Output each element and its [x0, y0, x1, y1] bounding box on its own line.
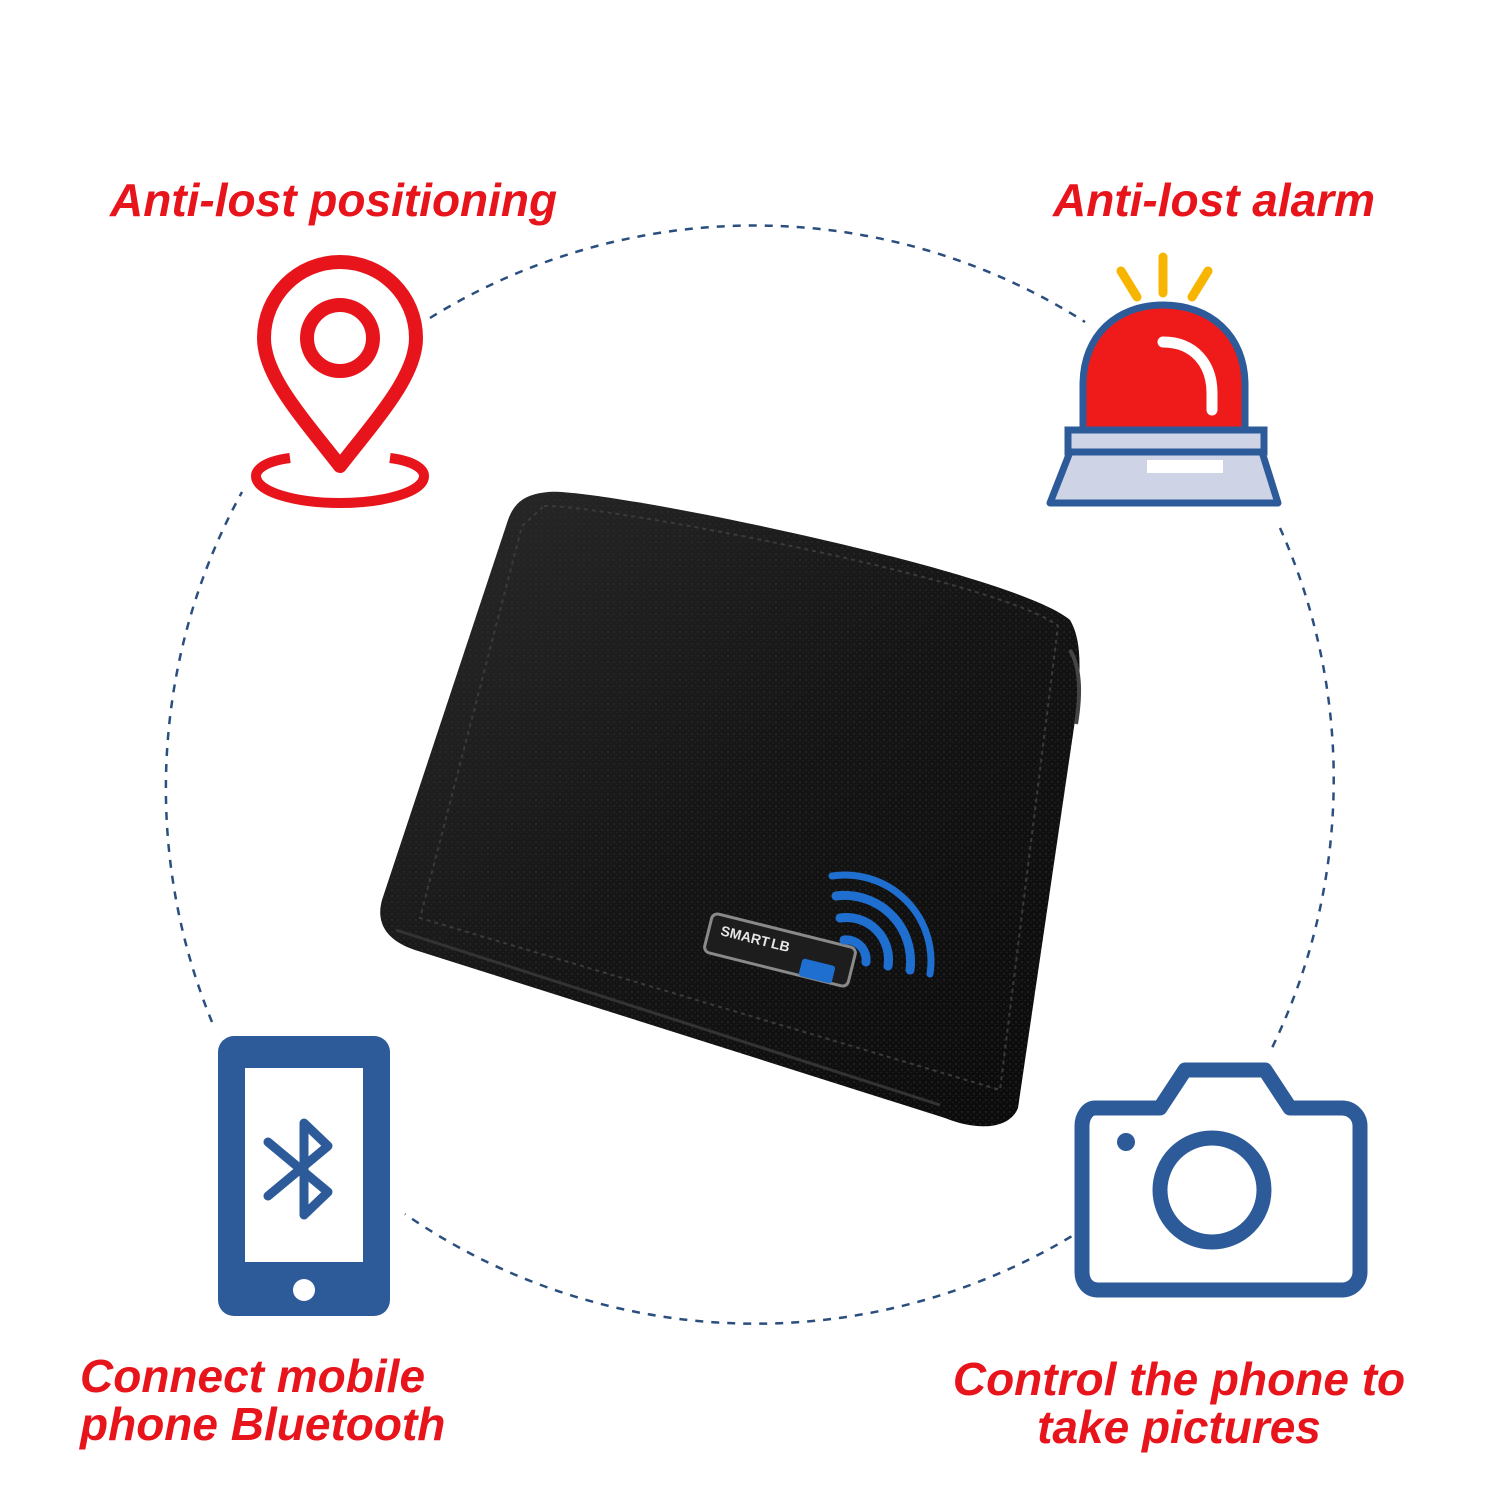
wallet-badge: SMART LB: [703, 912, 857, 988]
feature-label-anti-lost-alarm: Anti-lost alarm: [1053, 174, 1376, 226]
feature-label-anti-lost-positioning: Anti-lost positioning: [110, 174, 558, 226]
badge-mark: LB: [770, 935, 792, 955]
siren-alarm-icon: [1046, 252, 1282, 507]
camera-icon: [1074, 1062, 1368, 1298]
feature-label-camera-control: Control the phone to take pictures: [952, 1353, 1406, 1453]
location-pin-icon: [250, 255, 430, 509]
dashed-circle: [164, 224, 1335, 1325]
wallet-product: SMART LB: [380, 491, 1082, 1127]
phone-bluetooth-icon: [218, 1036, 390, 1316]
wireless-signal-icon: [828, 871, 935, 978]
feature-label-bluetooth: Connect mobile phone Bluetooth: [80, 1350, 446, 1450]
